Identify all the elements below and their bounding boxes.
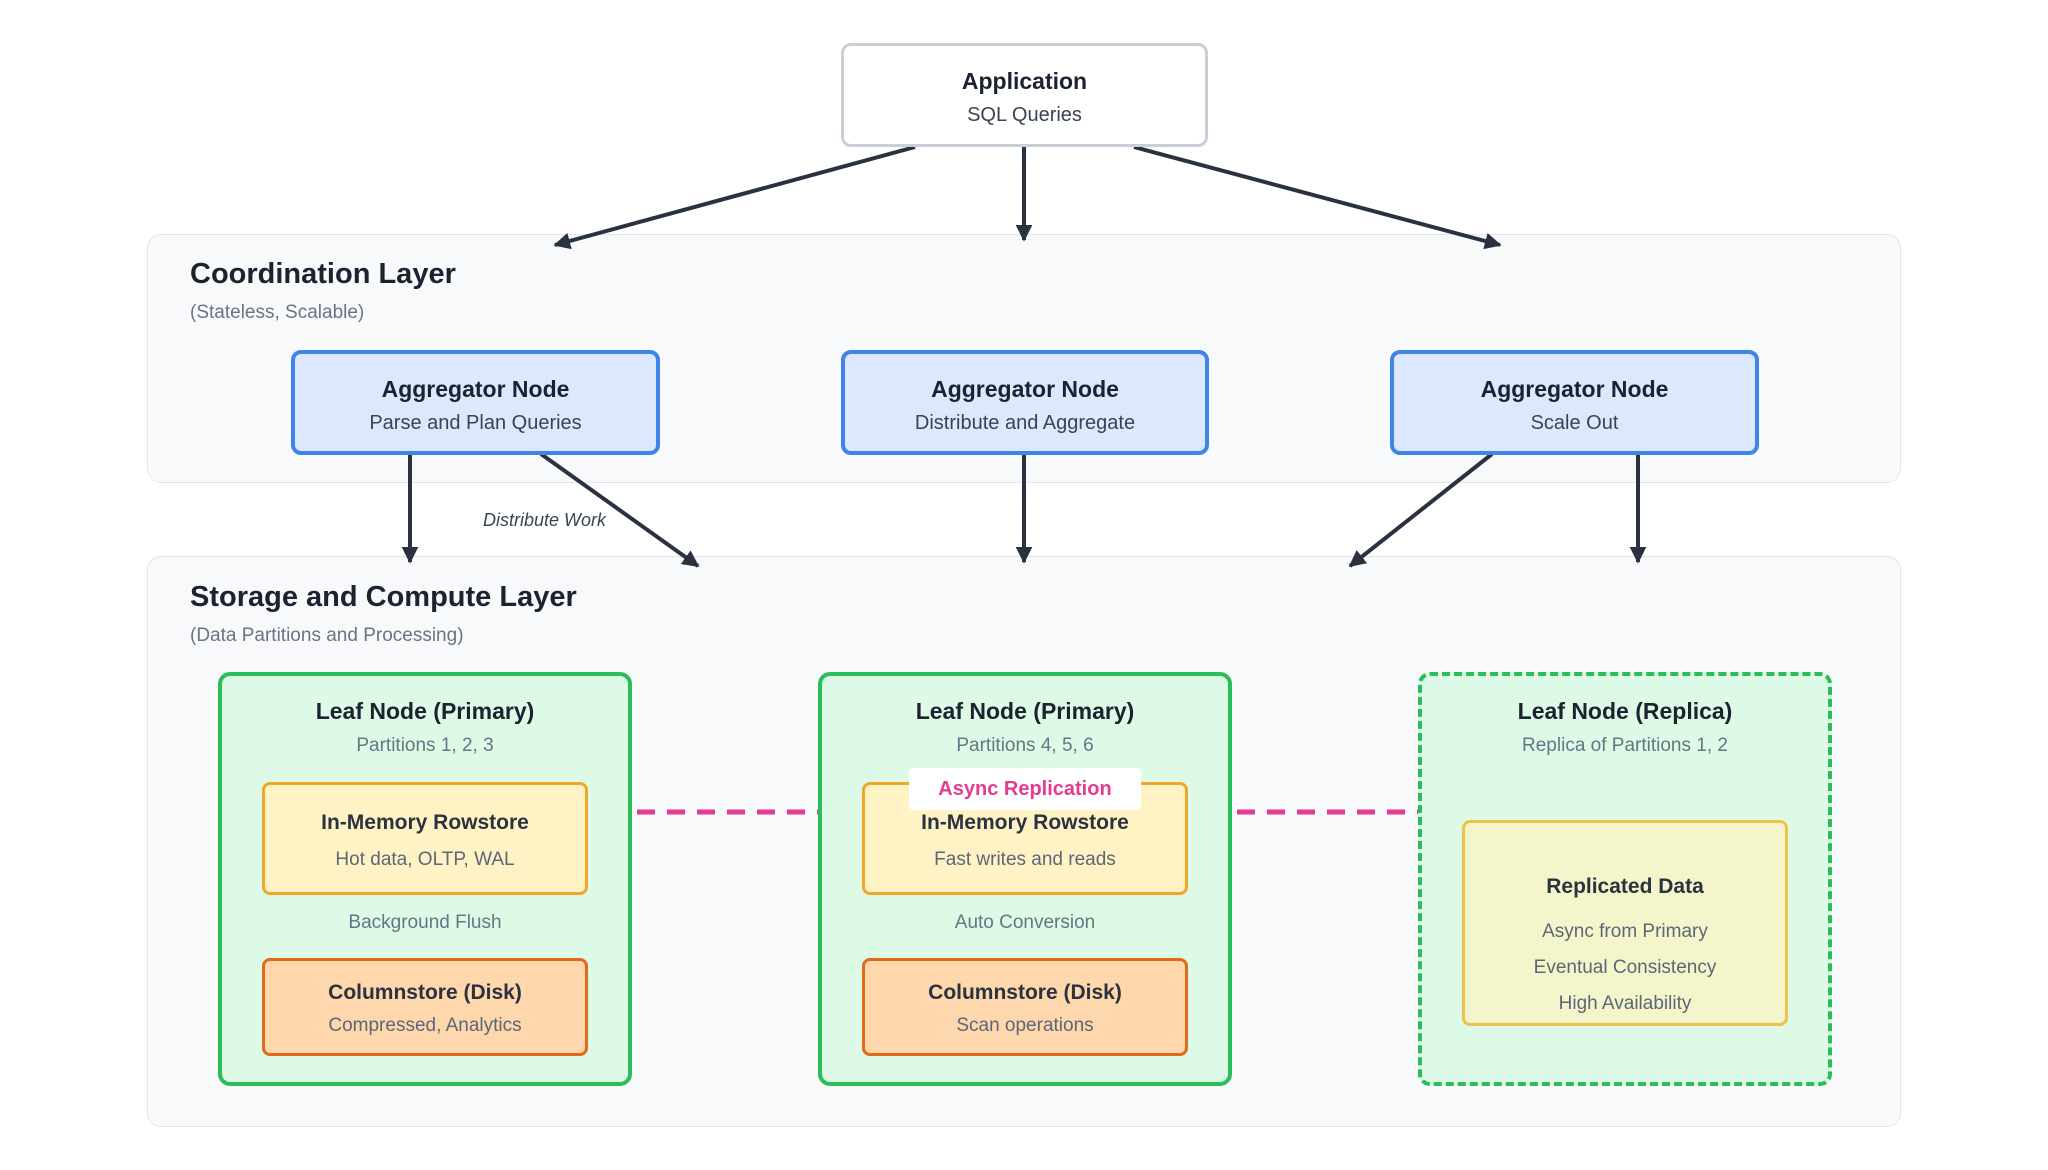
aggregator-node-1: Aggregator Node Parse and Plan Queries <box>291 350 660 455</box>
leaf-node-title: Leaf Node (Primary) <box>315 698 535 724</box>
aggregator-node-title: Aggregator Node <box>1480 376 1669 402</box>
replicated-data-line: High Availability <box>1558 993 1692 1014</box>
columnstore-box-1: Columnstore (Disk) Compressed, Analytics <box>262 958 588 1056</box>
coordination-layer-subtitle: (Stateless, Scalable) <box>190 302 365 323</box>
replicated-data-box: Replicated Data Async from Primary Event… <box>1462 820 1788 1026</box>
aggregator-node-2: Aggregator Node Distribute and Aggregate <box>841 350 1209 455</box>
application-subtitle: SQL Queries <box>967 104 1082 126</box>
aggregator-node-title: Aggregator Node <box>931 376 1119 402</box>
rowstore-subtitle: Hot data, OLTP, WAL <box>335 849 515 870</box>
arrow-agg1-to-leaf2 <box>539 452 700 568</box>
leaf-node-title: Leaf Node (Replica) <box>1517 698 1733 724</box>
leaf-node-title: Leaf Node (Primary) <box>915 698 1135 724</box>
async-replication-label: Async Replication <box>909 768 1141 810</box>
columnstore-title: Columnstore (Disk) <box>328 981 522 1004</box>
columnstore-box-2: Columnstore (Disk) Scan operations <box>862 958 1188 1056</box>
background-flush-label: Background Flush <box>348 912 502 933</box>
coordination-layer-title: Coordination Layer <box>190 258 456 290</box>
columnstore-title: Columnstore (Disk) <box>928 981 1122 1004</box>
application-node: Application SQL Queries <box>841 43 1208 147</box>
columnstore-subtitle: Scan operations <box>956 1015 1094 1036</box>
arrow-app-to-agg-3 <box>1133 145 1502 250</box>
leaf-node-subtitle: Partitions 4, 5, 6 <box>956 735 1094 756</box>
leaf-node-subtitle: Partitions 1, 2, 3 <box>356 735 494 756</box>
arrow-app-to-agg-1 <box>553 145 916 250</box>
aggregator-node-subtitle: Distribute and Aggregate <box>914 412 1136 434</box>
rowstore-title: In-Memory Rowstore <box>321 811 529 834</box>
replicated-data-line: Eventual Consistency <box>1533 957 1717 978</box>
columnstore-subtitle: Compressed, Analytics <box>328 1015 522 1036</box>
aggregator-node-subtitle: Scale Out <box>1530 412 1619 434</box>
rowstore-title: In-Memory Rowstore <box>921 811 1129 834</box>
aggregator-node-title: Aggregator Node <box>381 376 570 402</box>
rowstore-subtitle: Fast writes and reads <box>934 849 1116 870</box>
auto-conversion-label: Auto Conversion <box>954 912 1096 933</box>
rowstore-box-1: In-Memory Rowstore Hot data, OLTP, WAL <box>262 782 588 895</box>
storage-layer-subtitle: (Data Partitions and Processing) <box>190 625 464 646</box>
distribute-work-label: Distribute Work <box>483 510 607 530</box>
leaf-node-subtitle: Replica of Partitions 1, 2 <box>1522 735 1728 756</box>
replicated-data-line: Async from Primary <box>1542 921 1708 942</box>
storage-layer-title: Storage and Compute Layer <box>190 581 577 613</box>
application-title: Application <box>961 68 1088 94</box>
replicated-data-title: Replicated Data <box>1546 875 1704 898</box>
arrow-agg3-to-leaf2 <box>1348 452 1494 568</box>
aggregator-node-3: Aggregator Node Scale Out <box>1390 350 1759 455</box>
aggregator-node-subtitle: Parse and Plan Queries <box>369 412 582 434</box>
